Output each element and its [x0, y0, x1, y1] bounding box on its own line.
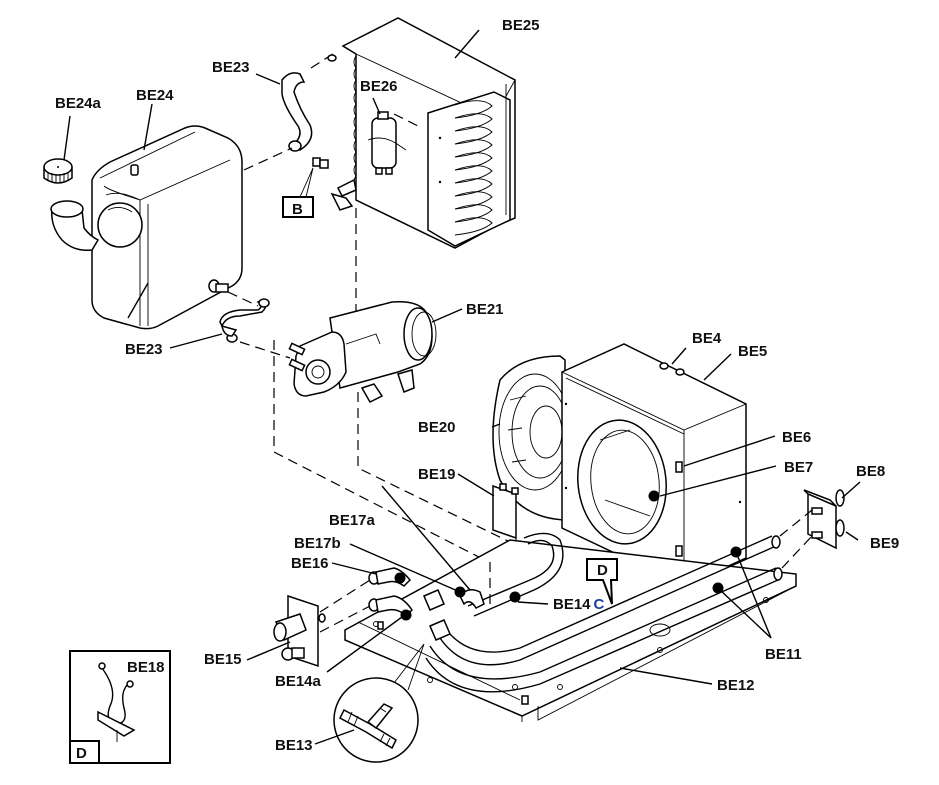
blower-wheel-housing: [492, 355, 572, 521]
label-be20: BE20: [418, 419, 456, 436]
label-be18: BE18: [127, 659, 165, 676]
bracket: [492, 483, 519, 548]
heat-exchanger: [327, 17, 516, 249]
label-be21: BE21: [466, 301, 504, 318]
label-be24: BE24: [136, 87, 174, 104]
label-d-callout: D: [597, 562, 608, 579]
reservoir-cap: [43, 158, 73, 184]
pump-motor: [288, 300, 437, 403]
label-be8: BE8: [856, 463, 885, 480]
label-be23-bottom: BE23: [125, 341, 163, 358]
capacitor: [367, 111, 407, 175]
label-be14-text: BE14: [553, 596, 591, 613]
label-d-detail: D: [76, 745, 87, 762]
label-be26: BE26: [360, 78, 398, 95]
label-be25: BE25: [502, 17, 540, 34]
blower-enclosure: [561, 343, 747, 587]
label-be4: BE4: [692, 330, 722, 347]
label-be12: BE12: [717, 677, 755, 694]
view-b-marker: [282, 167, 314, 218]
label-be5: BE5: [738, 343, 767, 360]
label-be6: BE6: [782, 429, 811, 446]
label-be11: BE11: [765, 646, 802, 663]
label-be19: BE19: [418, 466, 456, 483]
label-be14a: BE14a: [275, 673, 322, 690]
label-be14-suffix: C: [594, 596, 605, 613]
fitting-bracket: [803, 489, 845, 550]
label-be9: BE9: [870, 535, 899, 552]
hose-lower: [219, 298, 270, 343]
label-be16: BE16: [291, 555, 329, 572]
label-be17b: BE17b: [294, 535, 341, 552]
label-b: B: [292, 201, 303, 218]
sensor-b: [312, 157, 329, 169]
label-be24a: BE24a: [55, 95, 102, 112]
label-be23-top: BE23: [212, 59, 250, 76]
label-be15: BE15: [204, 651, 242, 668]
leader-lines: [63, 29, 861, 745]
label-be13: BE13: [275, 737, 313, 754]
valve-bracket: [273, 594, 326, 668]
detail-d-inset: [69, 650, 171, 764]
hose-upper: [281, 72, 313, 152]
label-be17a: BE17a: [329, 512, 376, 529]
view-d-callout: [586, 558, 618, 605]
elbow-fittings: [368, 567, 485, 641]
reservoir-tank: [50, 125, 243, 330]
part-labels: BE25 BE23 BE26 BE24a BE24 B BE23 BE21 BE…: [55, 17, 899, 762]
tee-connector-detail: [333, 643, 425, 763]
label-be7: BE7: [784, 459, 813, 476]
